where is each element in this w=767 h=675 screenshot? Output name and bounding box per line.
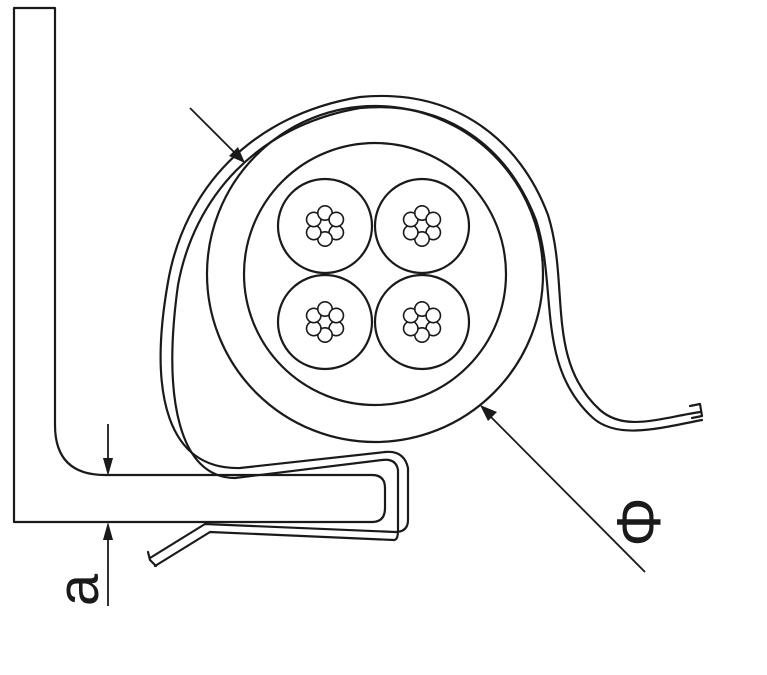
conductor-top-right xyxy=(373,177,471,275)
conductor-bottom-left xyxy=(276,273,374,371)
strand-bundle xyxy=(402,204,442,247)
cable-inner-sheath xyxy=(242,141,508,407)
diameter-leader-arrowhead xyxy=(480,405,497,421)
strand-outer xyxy=(425,211,442,228)
cable-outer-sheath xyxy=(205,104,545,444)
dim-a-lower-arrowhead xyxy=(103,522,113,540)
diameter-symbol-label: Φ xyxy=(605,497,674,546)
clip-end-tab-left xyxy=(146,550,158,568)
diameter-leader-line xyxy=(483,409,646,573)
clip-leader-arrowhead xyxy=(229,147,245,163)
clip-end-tab-right xyxy=(688,402,704,420)
clip-leader-line xyxy=(189,107,241,159)
strand-bundle xyxy=(305,204,345,247)
dimension-a-label: a xyxy=(46,573,111,606)
spring-clip-outer xyxy=(148,94,702,560)
strand-outer xyxy=(328,211,345,228)
angle-bracket xyxy=(12,6,387,524)
conductor-bottom-right xyxy=(373,273,471,371)
strand-outer xyxy=(425,307,442,324)
strand-outer xyxy=(328,307,345,324)
dim-a-upper-arrowhead xyxy=(103,458,113,476)
strand-bundle xyxy=(305,300,345,343)
strand-bundle xyxy=(402,300,442,343)
conductor-top-left xyxy=(276,177,374,275)
